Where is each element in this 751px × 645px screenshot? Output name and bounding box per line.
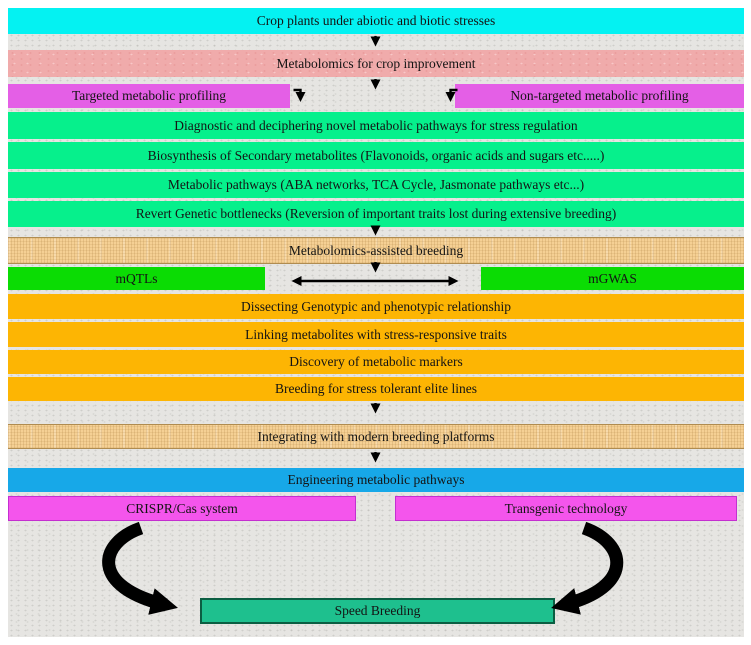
green-bar-diagnostic: Diagnostic and deciphering novel metabol… xyxy=(8,112,744,139)
mab-bar: Metabolomics-assisted breeding xyxy=(8,237,744,264)
orange-bar-linking: Linking metabolites with stress-responsi… xyxy=(8,322,744,347)
orange-bar-dissecting: Dissecting Genotypic and phenotypic rela… xyxy=(8,294,744,319)
nontargeted-profiling-bar: Non-targeted metabolic profiling xyxy=(455,84,744,108)
mqtls-bar: mQTLs xyxy=(8,267,265,290)
mgwas-bar: mGWAS xyxy=(481,267,744,290)
green-bar-bottlenecks: Revert Genetic bottlenecks (Reversion of… xyxy=(8,201,744,227)
speed-breeding-bar: Speed Breeding xyxy=(200,598,555,624)
crispr-bar: CRISPR/Cas system xyxy=(8,496,356,521)
targeted-profiling-bar: Targeted metabolic profiling xyxy=(8,84,290,108)
green-bar-biosynthesis: Biosynthesis of Secondary metabolites (F… xyxy=(8,142,744,169)
orange-bar-discovery: Discovery of metabolic markers xyxy=(8,350,744,374)
metabolomics-bar: Metabolomics for crop improvement xyxy=(8,50,744,77)
integrating-bar: Integrating with modern breeding platfor… xyxy=(8,424,744,449)
figure-canvas: Crop plants under abiotic and biotic str… xyxy=(8,8,744,637)
transgenic-bar: Transgenic technology xyxy=(395,496,737,521)
orange-bar-breeding: Breeding for stress tolerant elite lines xyxy=(8,377,744,401)
stress-bar: Crop plants under abiotic and biotic str… xyxy=(8,8,744,34)
engineering-bar: Engineering metabolic pathways xyxy=(8,468,744,492)
green-bar-pathways: Metabolic pathways (ABA networks, TCA Cy… xyxy=(8,172,744,198)
